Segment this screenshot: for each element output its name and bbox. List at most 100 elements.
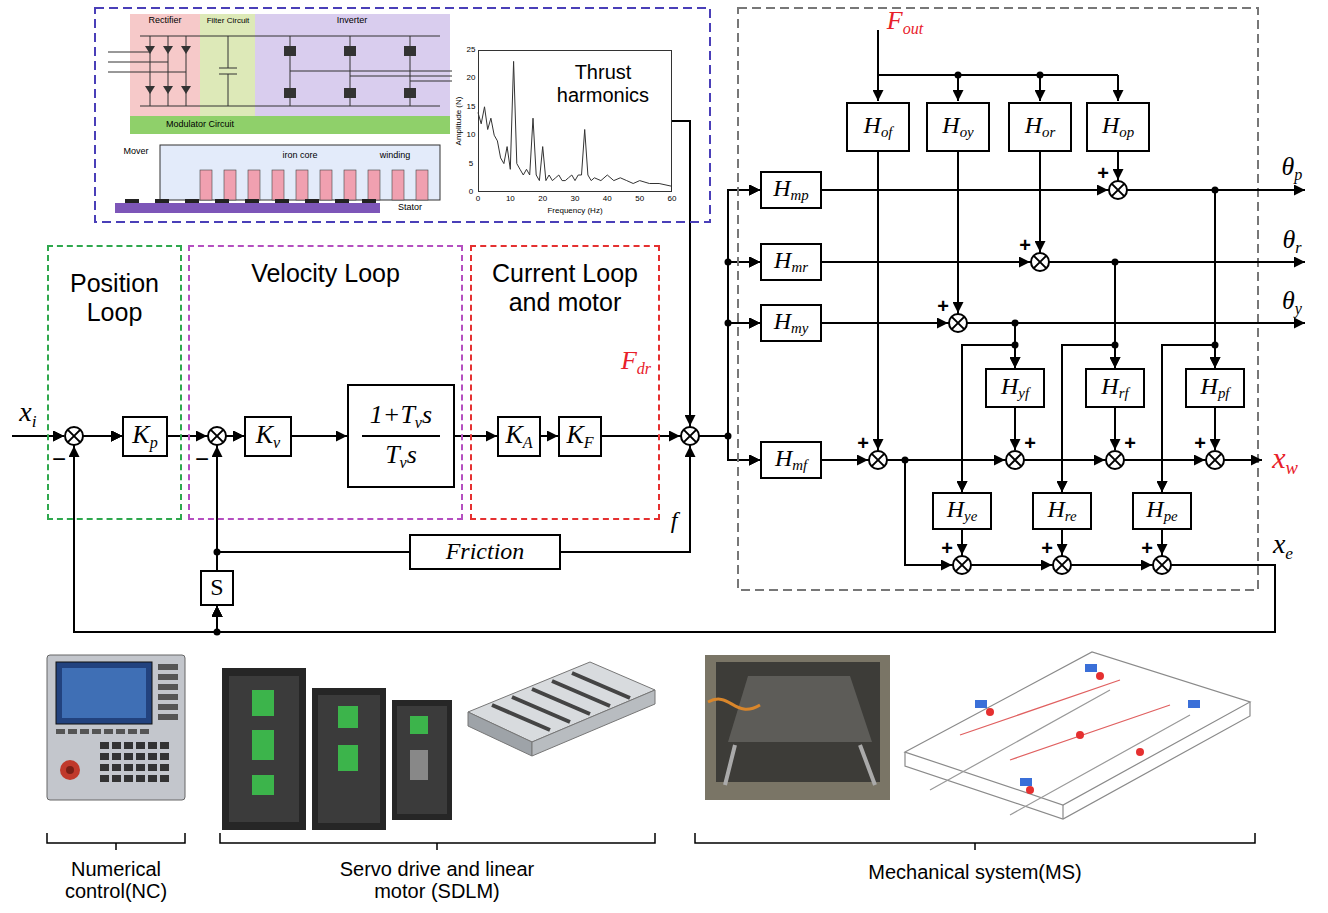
signal-wire xyxy=(1039,75,1041,101)
linear-motor-section xyxy=(125,199,376,203)
signal-line xyxy=(74,436,1275,632)
signal-name: f xyxy=(671,507,678,533)
annotation-text: 15 xyxy=(467,102,476,111)
summing-junction xyxy=(1006,451,1024,469)
signal-wire xyxy=(73,446,75,470)
signal-line xyxy=(822,262,1115,492)
annotation-text: 50 xyxy=(635,195,644,204)
inverter-circuit xyxy=(145,86,155,94)
annotation-text: 60 xyxy=(668,195,677,204)
nc-panel xyxy=(136,753,145,760)
table-model xyxy=(986,708,994,716)
signal-wire xyxy=(689,400,691,426)
signal-line xyxy=(217,530,1275,632)
nc-panel xyxy=(160,742,169,749)
machine-photo xyxy=(725,745,875,785)
block-label: Thrust harmonics xyxy=(539,61,667,107)
transfer-block: Hpf xyxy=(1185,368,1245,408)
inverter-circuit xyxy=(108,52,186,72)
block-label: Hof xyxy=(864,112,893,142)
block-label: Hor xyxy=(1025,112,1056,142)
linear-motor-section xyxy=(416,170,428,200)
block-label: Friction xyxy=(446,538,525,566)
annotation-text: Filter Circuit xyxy=(207,17,250,26)
signal-name: θp xyxy=(1282,153,1303,184)
table-model xyxy=(1076,731,1084,739)
block-label: KF xyxy=(566,420,593,452)
branch-dot xyxy=(214,549,221,556)
signal-wire xyxy=(188,435,207,437)
signal-name: θr xyxy=(1282,226,1301,257)
table-model xyxy=(960,680,1170,760)
linear-motor-section xyxy=(344,170,356,200)
subscript: oy xyxy=(960,125,974,141)
summing-junction xyxy=(1206,451,1224,469)
nc-panel xyxy=(62,668,146,718)
table-model xyxy=(1026,786,1034,794)
table-model xyxy=(1085,664,1097,672)
summing-junction xyxy=(1053,556,1071,574)
inverter-circuit xyxy=(404,46,416,56)
summing-junction xyxy=(949,314,967,332)
summing-junction xyxy=(953,556,971,574)
summing-junction xyxy=(1031,253,1049,271)
annotation-text: 10 xyxy=(506,195,515,204)
servo-drive xyxy=(410,716,428,734)
signal-wire xyxy=(1014,408,1016,450)
inverter-circuit xyxy=(145,46,155,54)
summing-junction xyxy=(65,427,83,445)
linear-motor-section xyxy=(115,145,440,213)
signal-wire xyxy=(1032,564,1052,566)
linear-motor-section xyxy=(362,199,376,203)
block-label: Hmy xyxy=(774,308,809,338)
branch-dot xyxy=(1212,342,1219,349)
signal-wire xyxy=(877,424,879,450)
subscript: op xyxy=(1119,125,1134,141)
transfer-block: Hmp xyxy=(760,171,822,209)
servo-drive xyxy=(392,700,452,820)
linear-motor-section xyxy=(368,170,380,200)
inverter-circuit xyxy=(108,14,452,134)
block-label: Hop xyxy=(1102,112,1134,142)
signal-line xyxy=(217,436,244,570)
nc-panel xyxy=(136,764,145,771)
annotation-text: + xyxy=(857,432,869,454)
signal-wire xyxy=(1061,540,1063,555)
nc-panel xyxy=(112,742,121,749)
transfer-block: KF xyxy=(558,416,602,457)
inverter-circuit xyxy=(200,14,255,116)
transfer-block: S xyxy=(200,570,234,606)
nc-panel xyxy=(158,664,178,670)
branch-dot xyxy=(725,320,732,327)
signal-wire xyxy=(1090,459,1105,461)
annotation-text: 0 xyxy=(476,195,480,204)
nc-panel xyxy=(124,764,133,771)
linear-motor-photo xyxy=(492,673,630,730)
block-label: Current Loop and motor xyxy=(472,259,658,317)
transfer-block: Hye xyxy=(932,492,992,530)
branch-dot xyxy=(1037,72,1044,79)
group-bracket xyxy=(695,833,1255,850)
inverter-circuit xyxy=(255,14,450,116)
signal-name: θy xyxy=(1282,287,1302,318)
block-label: Hre xyxy=(1047,496,1076,526)
subscript: pf xyxy=(1218,386,1230,402)
inverter-circuit xyxy=(404,88,416,98)
annotation-text: Numerical control(NC) xyxy=(46,858,186,902)
transfer-block: Hof xyxy=(846,102,910,152)
signal-wire xyxy=(1115,261,1305,263)
block-label: Hrf xyxy=(1101,373,1128,403)
linear-motor-section xyxy=(335,199,349,203)
signal-wire xyxy=(926,322,948,324)
branch-dot xyxy=(725,433,732,440)
linear-motor-section xyxy=(160,145,440,200)
signal-name: xw xyxy=(1272,441,1298,478)
signal-line xyxy=(74,436,1275,632)
annotation-text: − xyxy=(52,446,66,472)
signal-line xyxy=(217,152,1275,632)
transfer-block: Hrf xyxy=(1085,368,1145,408)
table-model xyxy=(1020,778,1032,786)
harmonics-chart: Thrust harmonics xyxy=(478,50,672,192)
subscript: v xyxy=(400,454,407,471)
table-model xyxy=(1188,700,1200,708)
